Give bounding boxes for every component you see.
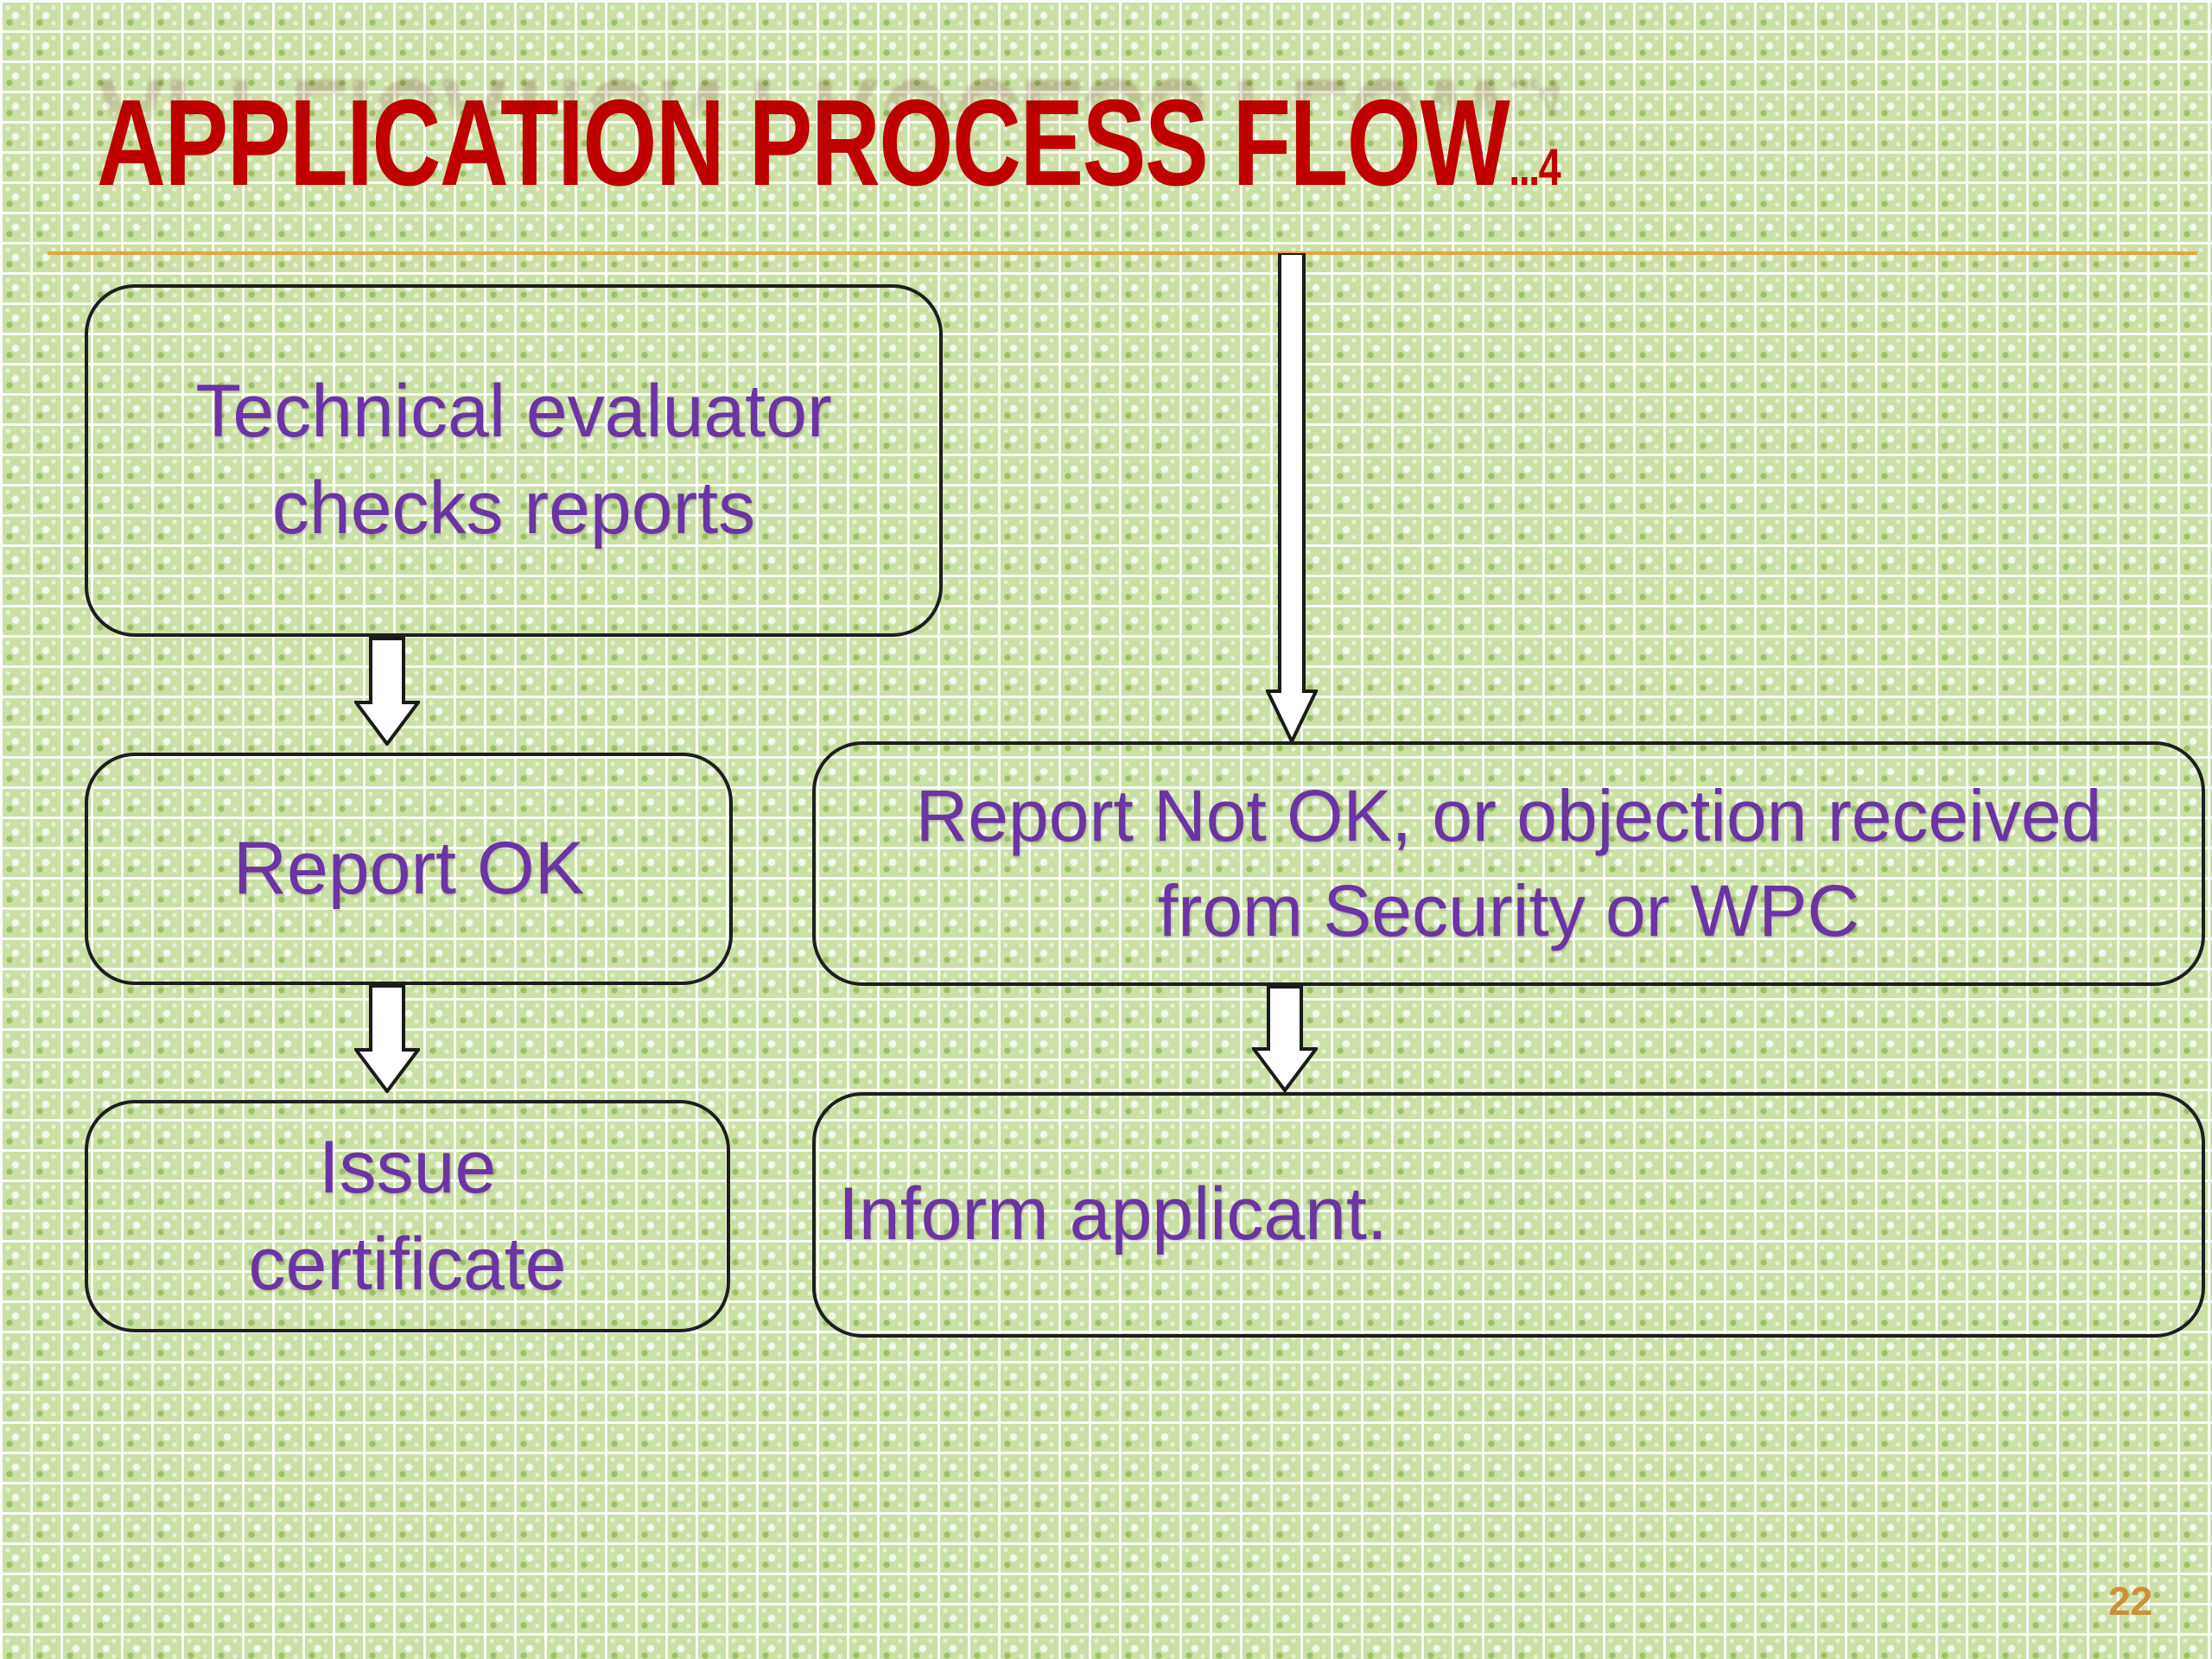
page-title-text: APPLICATION PROCESS FLOW — [97, 74, 1510, 212]
down-arrow-icon-title-to-report-not-ok — [1266, 253, 1318, 743]
down-arrow-icon-report-not-ok-to-inform — [1252, 985, 1318, 1092]
flow-box-issue-certificate-label: Issue certificate — [248, 1125, 567, 1306]
flow-box-inform-applicant: Inform applicant. — [812, 1092, 2205, 1338]
flow-box-report-not-ok: Report Not OK, or objection received fro… — [812, 741, 2205, 986]
title-divider-line — [48, 251, 2197, 255]
page-title-suffix: ...4 — [1509, 138, 1560, 196]
flow-box-report-ok-label: Report OK — [232, 826, 585, 910]
flow-box-issue-certificate: Issue certificate — [85, 1100, 730, 1332]
flow-box-technical-evaluator-label: Technical evaluator checks reports — [195, 370, 832, 550]
flow-box-inform-applicant-label: Inform applicant. — [838, 1173, 1388, 1256]
flow-box-technical-evaluator: Technical evaluator checks reports — [85, 284, 943, 637]
flow-box-report-not-ok-label: Report Not OK, or objection received fro… — [915, 775, 2102, 951]
page-number: 22 — [2108, 1579, 2153, 1624]
page-title: APPLICATION PROCESS FLOW...4 — [97, 82, 1561, 205]
flow-box-report-ok: Report OK — [85, 753, 733, 985]
down-arrow-icon-report-ok-to-issue — [354, 984, 420, 1093]
down-arrow-icon-technical-to-report-ok — [354, 637, 420, 746]
